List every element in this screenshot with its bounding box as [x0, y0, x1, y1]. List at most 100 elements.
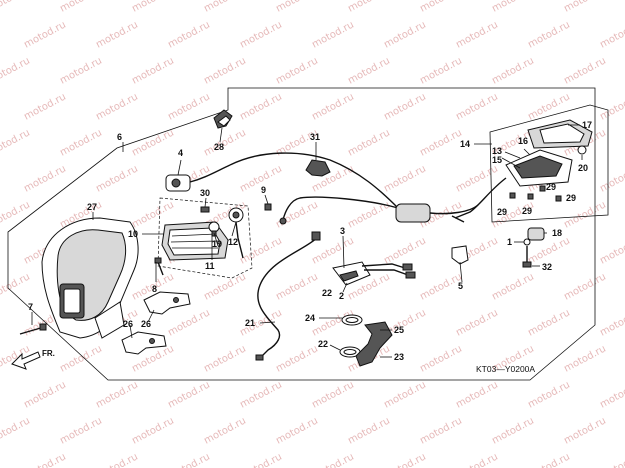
mounting-bracket [451, 245, 469, 265]
watermark-text: motod.ru [94, 163, 140, 194]
callout-26-upper: 26 [141, 319, 151, 329]
watermark-text: motod.ru [130, 127, 176, 158]
callout-10: 10 [128, 229, 138, 239]
control-cable [255, 231, 321, 361]
rubber-band-upper [341, 314, 363, 326]
direction-label: FR. [42, 349, 55, 358]
front-direction-arrow: FR. [11, 349, 55, 370]
callout-30: 30 [200, 188, 210, 198]
screw-small [264, 203, 272, 211]
harness-connector [395, 203, 479, 223]
watermark-text: motod.ru [562, 0, 608, 15]
callout-labels: 6 27 7 10 8 11 19 12 30 4 28 31 9 3 2 5 … [28, 120, 592, 362]
diagram-code: KT03—Y0200A [476, 364, 535, 374]
callout-22-upper: 22 [322, 288, 332, 298]
callout-28: 28 [214, 142, 224, 152]
headlight-subframe [157, 197, 253, 279]
callout-21: 21 [245, 318, 255, 328]
headlight-bracket-upper [143, 291, 191, 315]
watermark-text: motod.ru [130, 55, 176, 86]
watermark-text: motod.ru [346, 127, 392, 158]
assembly-frame [7, 87, 596, 381]
watermark-text: motod.ru [382, 19, 428, 50]
rubber-damper [527, 227, 545, 241]
watermark-text: motod.ru [526, 451, 572, 468]
watermark-text: motod.ru [598, 91, 625, 122]
callout-15: 15 [492, 155, 502, 165]
screw [154, 257, 164, 276]
watermark-text: motod.ru [274, 343, 320, 374]
watermark-text: motod.ru [418, 55, 464, 86]
screw-29c [539, 185, 546, 192]
watermark-text: motod.ru [382, 451, 428, 468]
screw-29d [555, 195, 562, 202]
watermark-text: motod.ru [238, 451, 284, 468]
watermark-text: motod.ru [22, 91, 68, 122]
watermark-text: motod.ru [454, 307, 500, 338]
watermark-text: motod.ru [202, 415, 248, 446]
watermark-text: motod.ru [202, 271, 248, 302]
watermark-text: motod.ru [346, 415, 392, 446]
callout-8: 8 [152, 284, 157, 294]
watermark-text: motod.ru [490, 415, 536, 446]
watermark-text: motod.ru [238, 91, 284, 122]
harness-band [305, 159, 331, 177]
watermark-text: motod.ru [94, 19, 140, 50]
callout-7: 7 [28, 302, 33, 312]
watermark-text: motod.ru [130, 0, 176, 15]
rubber-band-lower [339, 346, 361, 358]
watermark-text: motod.ru [382, 235, 428, 266]
watermark-text: motod.ru [526, 19, 572, 50]
watermark-text: motod.ru [382, 91, 428, 122]
wire-harness [229, 152, 399, 209]
watermark-text: motod.ru [310, 91, 356, 122]
watermark-text: motod.ru [490, 271, 536, 302]
watermark-text: motod.ru [202, 343, 248, 374]
watermark-text: motod.ru [562, 55, 608, 86]
callout-26-lower: 26 [123, 319, 133, 329]
callout-27: 27 [87, 202, 97, 212]
watermark-text: motod.ru [0, 0, 32, 15]
watermark-text: motod.ru [310, 19, 356, 50]
callout-16: 16 [518, 136, 528, 146]
watermark-text: motod.ru [94, 451, 140, 468]
watermark-text: motod.ru [454, 91, 500, 122]
watermark-text: motod.ru [598, 379, 625, 410]
callout-29-d: 29 [566, 193, 576, 203]
watermark-text: motod.ru [418, 0, 464, 15]
watermark-text: motod.ru [58, 127, 104, 158]
watermark-text: motod.ru [562, 343, 608, 374]
watermark-text: motod.ru [238, 19, 284, 50]
callout-17: 17 [582, 120, 592, 130]
bulb-socket [228, 207, 244, 259]
bolt [19, 323, 47, 335]
clip [200, 206, 210, 213]
callout-23: 23 [394, 352, 404, 362]
callout-11: 11 [205, 261, 215, 271]
watermark-text: motod.ru [166, 19, 212, 50]
watermark-text: motod.ru [454, 379, 500, 410]
watermark-text: motod.ru [58, 415, 104, 446]
watermark-text: motod.ru [0, 415, 32, 446]
watermark-text: motod.ru [238, 379, 284, 410]
watermark-text: motod.ru [0, 127, 32, 158]
watermark-text: motod.ru [418, 127, 464, 158]
watermark-text: motod.ru [202, 127, 248, 158]
watermark-text: motod.ru [310, 379, 356, 410]
watermark-text: motod.ru [274, 271, 320, 302]
watermark-text: motod.ru [202, 0, 248, 15]
watermark-text: motod.ru [22, 163, 68, 194]
watermark-text: motod.ru [418, 343, 464, 374]
watermark-text: motod.ru [526, 91, 572, 122]
watermark-text: motod.ru [0, 271, 32, 302]
watermark-text: motod.ru [382, 379, 428, 410]
watermark-text: motod.ru [58, 0, 104, 15]
callout-4: 4 [178, 148, 183, 158]
watermark-text: motod.ru [166, 451, 212, 468]
screw-29b [527, 193, 534, 200]
watermark-text: motod.ru [22, 451, 68, 468]
watermark-text: motod.ru [490, 55, 536, 86]
watermark-text: motod.ru [166, 307, 212, 338]
callout-20: 20 [578, 163, 588, 173]
watermark-text: motod.ru [58, 55, 104, 86]
